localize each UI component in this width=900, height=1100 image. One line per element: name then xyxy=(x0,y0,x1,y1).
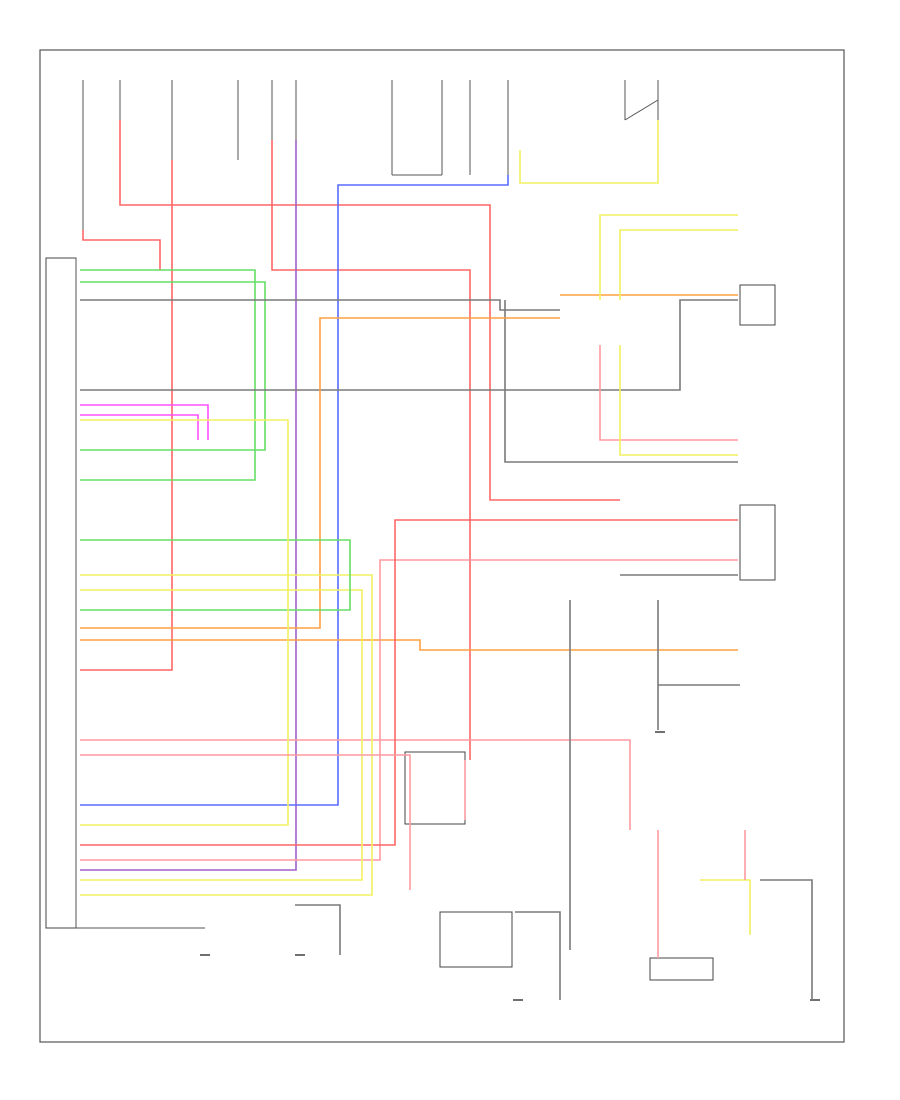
top-fuse-block xyxy=(82,80,659,230)
wire-red-3 xyxy=(271,140,471,760)
wire-violet-4 xyxy=(80,140,297,871)
wire-red-1 xyxy=(82,230,161,270)
wire-pink-15 xyxy=(599,345,738,441)
control-module-body xyxy=(45,257,77,929)
wire-layer xyxy=(80,120,813,1000)
wire-orange-20 xyxy=(80,639,738,651)
wire-green-8 xyxy=(80,281,266,451)
wire-yellow-6 xyxy=(519,120,659,184)
wire-yellow-24 xyxy=(80,574,373,896)
wire-yellow-14 xyxy=(619,229,738,300)
wire-gray-37 xyxy=(295,904,341,955)
wire-magenta-17 xyxy=(80,404,209,440)
wire-orange-19 xyxy=(80,317,560,629)
wire-yellow-16 xyxy=(619,345,738,456)
wire-gray-38 xyxy=(515,911,561,1000)
wire-yellow-27 xyxy=(80,419,289,826)
wire-yellow-33 xyxy=(700,879,751,935)
wire-gray-9 xyxy=(80,299,560,311)
diagram-frame xyxy=(39,49,845,1043)
wire-blue-5 xyxy=(80,175,509,806)
wire-red-23 xyxy=(80,519,738,846)
wire-pink-22 xyxy=(80,559,738,861)
wire-pink-28 xyxy=(80,754,411,890)
wire-gray-11 xyxy=(504,300,738,463)
wire-green-26 xyxy=(80,539,351,611)
wire-red-2 xyxy=(80,160,173,671)
wire-yellow-25 xyxy=(80,589,363,881)
wire-pink-21 xyxy=(80,739,631,830)
bottom-sensor-box xyxy=(439,911,513,968)
wire-magenta-18 xyxy=(80,414,199,440)
right-component-lower xyxy=(739,504,776,581)
right-component-upper xyxy=(739,284,776,326)
wire-green-7 xyxy=(80,269,256,481)
wire-gray-10 xyxy=(80,299,738,391)
bottom-switch-box xyxy=(404,751,466,825)
wire-gray-39 xyxy=(760,879,813,1000)
wire-red-0 xyxy=(119,120,620,501)
wire-yellow-13 xyxy=(599,214,738,300)
bottom-relay-box xyxy=(649,957,714,981)
